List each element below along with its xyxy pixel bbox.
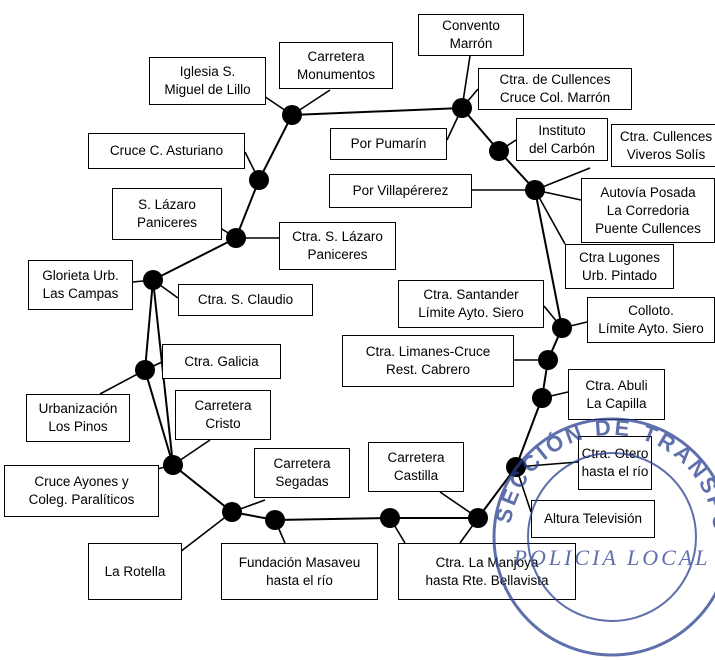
- label-fundacion-masaveu: Fundación Masaveu hasta el río: [221, 543, 378, 600]
- route-nodes: [135, 98, 572, 530]
- leader-line: [179, 511, 233, 553]
- route-segment: [144, 279, 154, 371]
- label-ctra-cullences-cruce: Ctra. de Cullences Cruce Col. Marrón: [478, 68, 632, 110]
- route-segment: [172, 464, 233, 513]
- route-node: [163, 455, 183, 475]
- route-node: [468, 508, 488, 528]
- route-node: [552, 318, 572, 338]
- route-segment: [274, 517, 391, 521]
- label-ctra-lugones: Ctra Lugones Urb. Pintado: [565, 244, 674, 289]
- label-ctra-s-lazaro: Ctra. S. Lázaro Paniceres: [279, 222, 396, 270]
- label-ctra-cullences-viveros: Ctra. Cullences Viveros Solís: [611, 124, 715, 167]
- label-por-villaperez: Por Villapérerez: [329, 174, 472, 208]
- route-node: [226, 228, 246, 248]
- label-colloto: Colloto. Límite Ayto. Siero: [587, 297, 715, 343]
- label-cruce-ayones: Cruce Ayones y Coleg. Paralíticos: [4, 465, 159, 517]
- label-ctra-abuli: Ctra. Abuli La Capilla: [568, 369, 665, 420]
- route-segment: [144, 369, 174, 466]
- route-node: [538, 350, 558, 370]
- label-urbanizacion-los-pinos: Urbanización Los Pinos: [26, 394, 130, 442]
- label-ctra-otero: Ctra. Otero hasta el río: [578, 436, 652, 490]
- route-node: [249, 170, 269, 190]
- route-node: [380, 508, 400, 528]
- label-ctra-galicia: Ctra. Galicia: [162, 344, 281, 379]
- route-node: [135, 360, 155, 380]
- label-carretera-segadas: Carretera Segadas: [254, 448, 350, 498]
- route-node: [525, 180, 545, 200]
- route-node: [506, 457, 526, 477]
- route-segment: [235, 179, 260, 239]
- label-s-lazaro-paniceres: S. Lázaro Paniceres: [112, 188, 222, 240]
- label-convento-marron: Convento Marrón: [418, 14, 524, 56]
- label-por-pumarin: Por Pumarín: [330, 128, 447, 160]
- label-carretera-castilla: Carretera Castilla: [368, 442, 464, 492]
- label-cruce-c-asturiano: Cruce C. Asturiano: [88, 133, 245, 169]
- label-instituto-carbon: Instituto del Carbón: [516, 118, 608, 161]
- route-node: [222, 502, 242, 522]
- route-node: [143, 270, 163, 290]
- route-segment: [291, 107, 463, 116]
- label-autovia-posada: Autovía Posada La Corredoria Puente Cull…: [581, 178, 715, 243]
- label-ctra-la-manjoya: Ctra. La Manjoya hasta Rte. Bellavista: [398, 543, 576, 600]
- label-carretera-cristo: Carretera Cristo: [175, 390, 271, 440]
- route-segment: [152, 237, 237, 281]
- label-altura-television: Altura Televisión: [531, 500, 655, 538]
- route-node: [452, 98, 472, 118]
- route-node: [532, 388, 552, 408]
- route-segment: [534, 189, 563, 329]
- route-node: [265, 510, 285, 530]
- label-carretera-monumentos: Carretera Monumentos: [279, 42, 393, 89]
- route-node: [282, 105, 302, 125]
- route-node: [489, 141, 509, 161]
- label-la-rotella: La Rotella: [88, 543, 182, 600]
- leader-line: [534, 189, 566, 245]
- route-segment: [515, 397, 543, 468]
- label-glorieta-las-campas: Glorieta Urb. Las Campas: [28, 260, 133, 310]
- label-ctra-santander: Ctra. Santander Límite Ayto. Siero: [398, 280, 544, 328]
- route-segment: [258, 114, 293, 181]
- label-iglesia-s-miguel: Iglesia S. Miguel de Lillo: [149, 57, 266, 105]
- label-ctra-limanes: Ctra. Limanes-Cruce Rest. Cabrero: [342, 335, 514, 387]
- label-ctra-s-claudio: Ctra. S. Claudio: [178, 284, 313, 316]
